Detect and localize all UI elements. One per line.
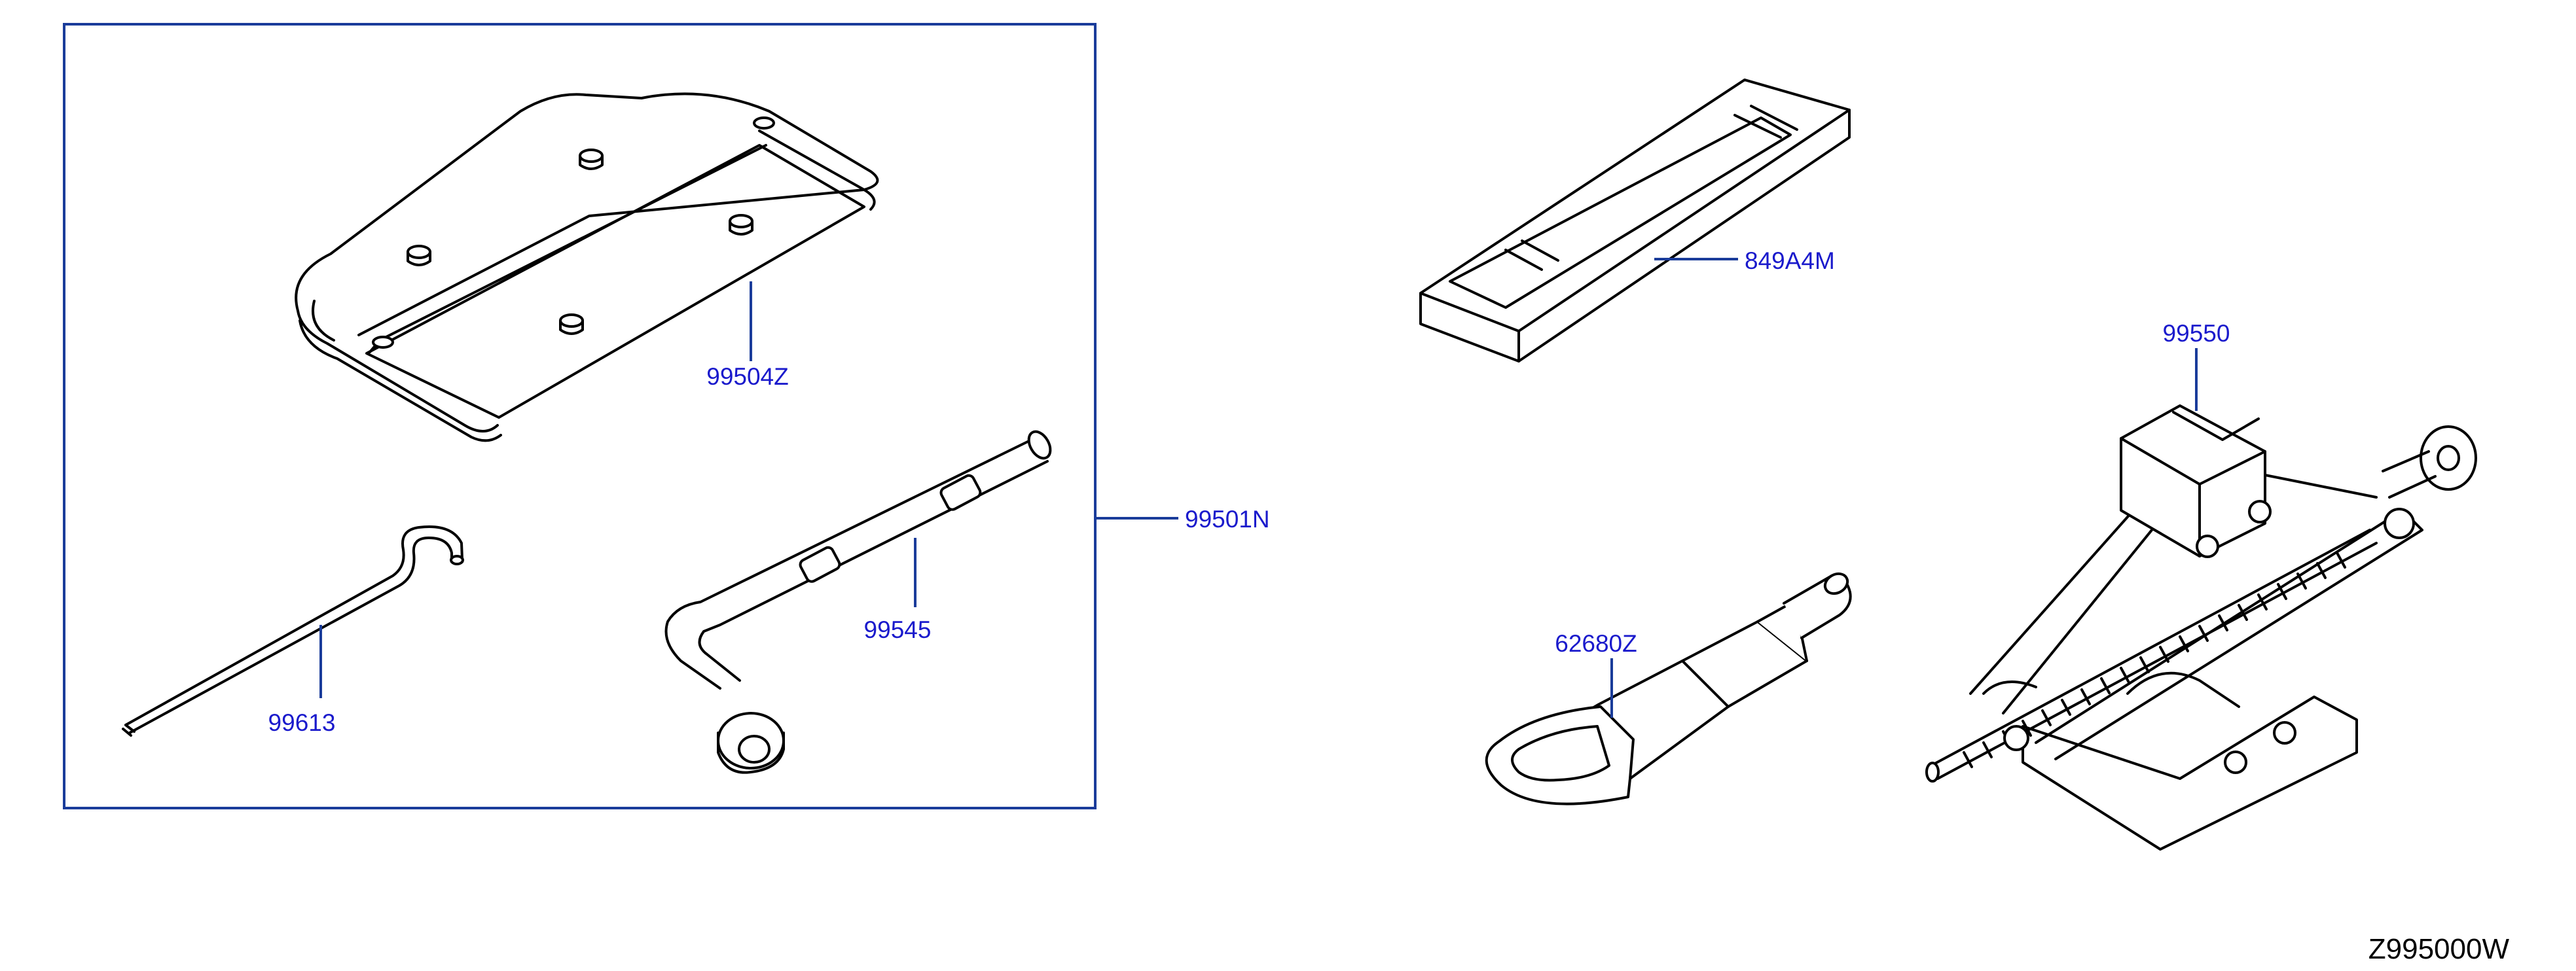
diagram-code: Z995000W (2368, 933, 2510, 965)
callout-labels: 99504Z 99613 99545 99501N 849A4M 99550 6… (268, 247, 2230, 736)
callout-99501n: 99501N (1185, 506, 1270, 533)
callout-99613: 99613 (268, 709, 336, 736)
callout-99504z: 99504Z (706, 363, 789, 390)
jack-handle-drawing (122, 525, 464, 737)
tool-tray-drawing (295, 92, 879, 442)
towing-hook-drawing (1485, 572, 1852, 805)
jack-drawing (1925, 404, 2477, 851)
callout-849a4m: 849A4M (1745, 247, 1835, 274)
wheel-nut-wrench-drawing (664, 430, 1052, 774)
callout-99550: 99550 (2163, 320, 2230, 347)
leader-lines (319, 258, 2198, 718)
callout-99545: 99545 (864, 616, 932, 643)
tool-kit-frame (63, 23, 1097, 809)
callout-62680z: 62680Z (1555, 630, 1637, 657)
tool-bag-drawing (1419, 79, 1851, 362)
